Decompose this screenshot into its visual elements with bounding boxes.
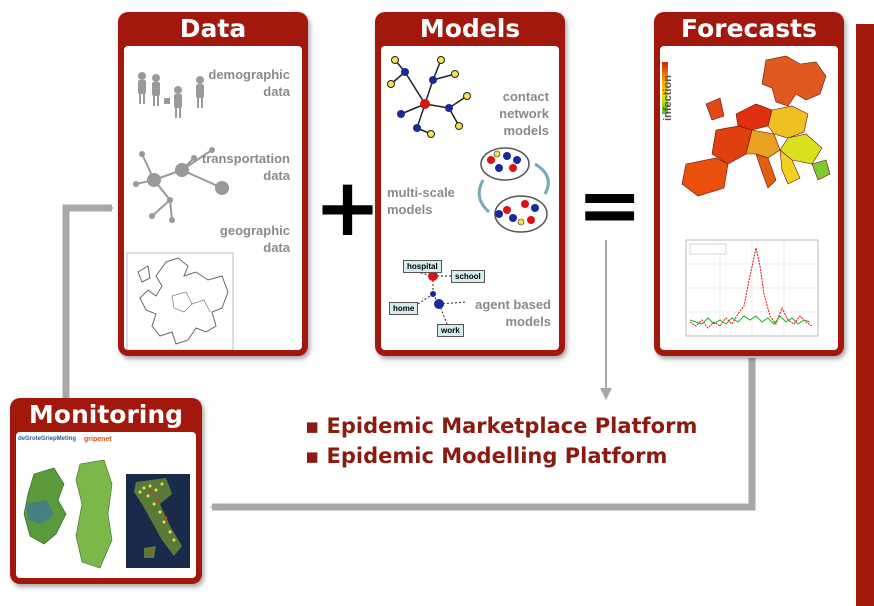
monitoring-panel: Monitoring deGroteGriepMeting gripenet	[10, 398, 202, 584]
models-panel-body: contact network models multi-scale model…	[381, 46, 559, 350]
bullet-icon: ▪	[305, 444, 320, 468]
benelux-portugal-maps	[23, 459, 113, 569]
transportation-label: transportation data	[201, 151, 290, 183]
forecasts-panel-title: Forecasts	[681, 14, 817, 43]
forecasts-panel-body: infection	[660, 46, 838, 350]
logo-degrotegriepmeting: deGroteGriepMeting	[18, 436, 77, 442]
equals-symbol: =	[577, 161, 643, 251]
agent-based-label: agent based models	[475, 297, 551, 329]
infection-legend-label: infection	[662, 75, 674, 121]
platform-label: Epidemic Modelling Platform	[326, 444, 668, 468]
platform-label: Epidemic Marketplace Platform	[326, 414, 698, 438]
node-home: home	[389, 302, 419, 315]
platform-item-marketplace: ▪ Epidemic Marketplace Platform	[305, 414, 697, 438]
plus-symbol: +	[314, 161, 382, 254]
forecasts-panel: Forecasts infection	[654, 12, 844, 356]
bullet-icon: ▪	[305, 414, 320, 438]
monitoring-panel-title: Monitoring	[28, 400, 184, 429]
italy-satellite-map	[126, 474, 190, 568]
europe-infection-map	[681, 55, 831, 197]
infection-color-legend	[662, 62, 668, 114]
people-icon	[138, 72, 204, 118]
models-panel-title: Models	[419, 14, 521, 43]
models-panel: Models contact network models multi-scal…	[375, 12, 565, 356]
node-school: school	[451, 270, 485, 283]
data-panel-body: demographic data transportation data geo…	[124, 46, 302, 350]
multiscale-icon	[477, 147, 550, 233]
data-panel: Data demographic data	[118, 12, 308, 356]
multiscale-label: multi-scale models	[387, 185, 455, 217]
forecast-to-monitoring-arrow	[210, 358, 756, 511]
contact-network-icon	[387, 56, 471, 138]
forecast-timeseries-chart	[685, 239, 819, 337]
right-accent-bar	[856, 24, 874, 606]
monitoring-panel-body: deGroteGriepMeting gripenet	[16, 432, 196, 578]
network-icon	[133, 147, 229, 223]
contact-network-label: contact network models	[499, 89, 549, 138]
demographic-label: demographic data	[208, 67, 290, 99]
logo-gripenet: gripenet	[84, 436, 112, 443]
node-work: work	[437, 324, 464, 337]
node-hospital: hospital	[403, 260, 442, 273]
platform-item-modelling: ▪ Epidemic Modelling Platform	[305, 444, 667, 468]
feedback-arrow	[62, 204, 114, 402]
data-panel-title: Data	[179, 14, 247, 43]
geographic-label: geographic data	[219, 223, 290, 255]
map-outline-icon	[126, 252, 234, 350]
